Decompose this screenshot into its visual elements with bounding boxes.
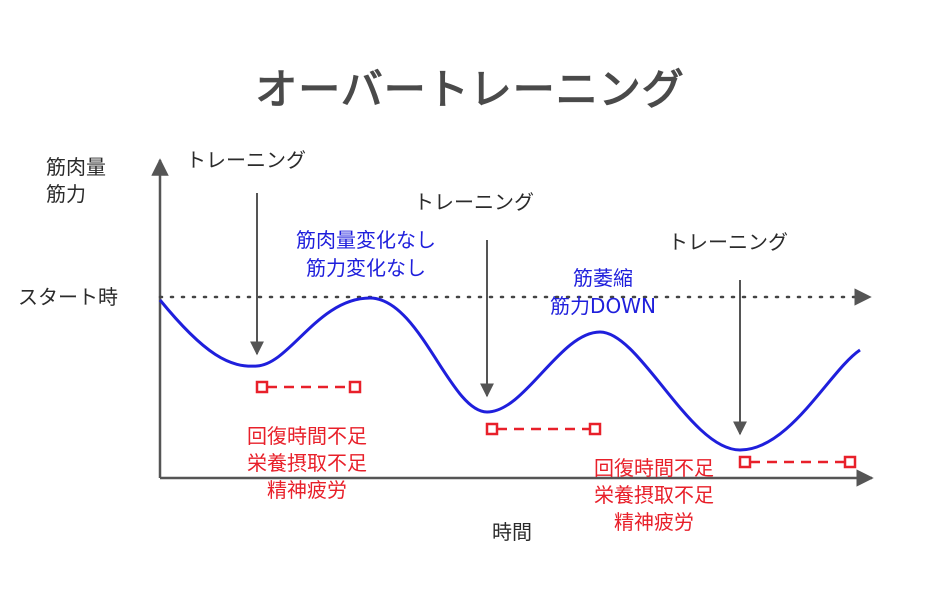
- recovery-marker-3: [738, 455, 857, 469]
- note-atrophy: 筋萎縮: [573, 266, 633, 290]
- x-axis-label: 時間: [492, 520, 532, 544]
- start-label: スタート時: [18, 285, 118, 309]
- note-no-change-muscle: 筋肉量変化なし: [296, 228, 436, 252]
- cause-note-1-recovery: 回復時間不足: [247, 424, 367, 448]
- note-strength-down: 筋力DOWN: [550, 294, 656, 318]
- diagram-title: オーバートレーニング: [255, 65, 685, 114]
- cause-note-1-nutrition: 栄養摂取不足: [247, 451, 367, 475]
- cause-note-2-nutrition: 栄養摂取不足: [594, 483, 714, 507]
- muscle-strength-curve: [158, 296, 861, 452]
- training-label-3: トレーニング: [668, 230, 788, 254]
- recovery-marker-1: [255, 380, 362, 394]
- training-label-2: トレーニング: [414, 190, 534, 214]
- recovery-marker-2: [485, 422, 602, 436]
- training-label-1: トレーニング: [186, 148, 306, 172]
- note-no-change-strength: 筋力変化なし: [306, 256, 426, 280]
- y-axis-label-strength: 筋力: [46, 182, 86, 206]
- cause-note-2-fatigue: 精神疲労: [614, 510, 694, 534]
- cause-note-2-recovery: 回復時間不足: [594, 456, 714, 480]
- cause-note-1-fatigue: 精神疲労: [267, 478, 347, 502]
- y-axis-label-muscle: 筋肉量: [46, 155, 106, 179]
